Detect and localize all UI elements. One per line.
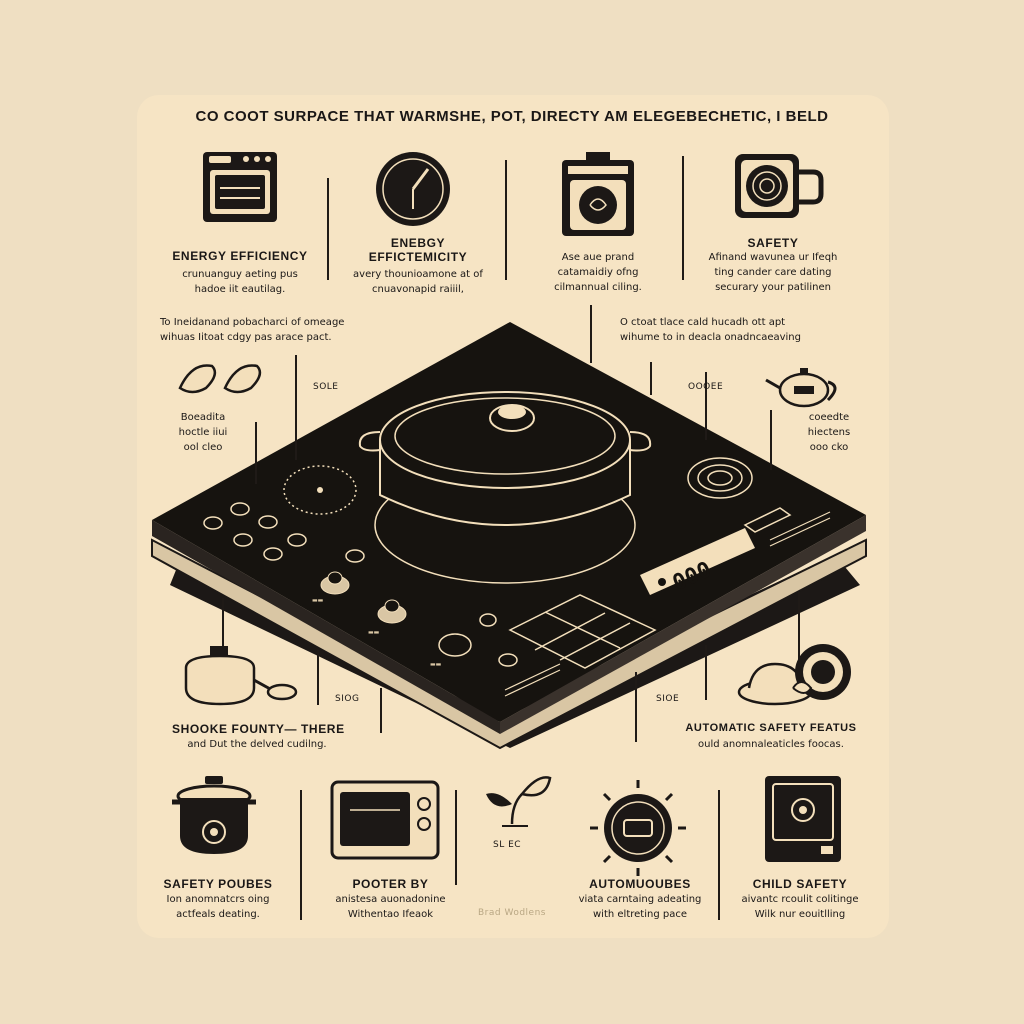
tag-label: SIOE [656, 694, 680, 704]
teapot-icon [764, 362, 846, 408]
kettle-ladle-icon [180, 640, 300, 710]
callout-line [295, 355, 297, 460]
divider-line [682, 156, 684, 280]
feature-description: Ion anomnatcrs oing actfeals deating. [166, 894, 270, 920]
tag-label: SL EC [493, 840, 522, 850]
pot-safety-icon [730, 150, 826, 224]
divider-line [718, 790, 720, 920]
leaf-sprout-icon [482, 774, 552, 834]
feature-description: Afinand wavunea ur Ifeqh ting cander car… [708, 252, 838, 293]
callout-line [317, 650, 319, 705]
side-note: Boeadita hoctle iiui ool cleo [178, 412, 228, 453]
callout-note: O ctoat tlace cald hucadh ott apt wihume… [620, 317, 801, 343]
tag-label: SOLE [313, 382, 339, 392]
induction-cooktop: 000 ▬▬▬▬▬▬ [145, 300, 885, 760]
callout-line [380, 688, 382, 733]
auto-power-icon [588, 778, 688, 878]
feature-description: viata carntaing adeating with eltreting … [578, 894, 702, 920]
divider-line [505, 160, 507, 280]
feature-title: AUTOMUOUBES [589, 877, 691, 891]
feature-title: SAFETY POUBES [163, 877, 273, 891]
callout-line [705, 372, 707, 440]
side-note: coeedte hiectens ooo cko [807, 412, 851, 453]
feature-title: POOTER BY [352, 877, 429, 891]
feature-description: Ase aue prand catamaidiy ofng cilmannual… [554, 252, 642, 293]
divider-line [327, 178, 329, 280]
callout-line [590, 305, 592, 363]
divider-line [300, 790, 302, 920]
feature-description: anistesa auonadonine Withentao Ifeaok [335, 894, 446, 920]
callout-line [650, 362, 652, 395]
callout-line [770, 410, 772, 470]
callout-line [222, 598, 224, 658]
callout-note: To Ineidanand pobacharci of omeage wihua… [160, 317, 345, 343]
spoon-rests-icon [175, 360, 270, 400]
svg-text:▬▬: ▬▬ [312, 597, 324, 604]
feature-description: crunuanguy aeting pus hadoe iit eautilag… [182, 269, 298, 295]
tag-label: SIOG [335, 694, 360, 704]
callout-line [635, 672, 637, 742]
callout-line [798, 592, 800, 660]
feature-title: CHILD SAFETY [752, 877, 848, 891]
page-title: CO COOT SURPACE THAT WARMSHE, POT, DIREC… [195, 108, 829, 125]
timer-clock-icon [373, 149, 453, 229]
feature-title: AUTOMATIC SAFETY FEATUS [685, 722, 857, 734]
food-plate-icon [735, 640, 855, 710]
caption: Brad Wodlens [478, 908, 546, 918]
feature-title: ENERGY EFFICIENCY [172, 249, 308, 263]
cooking-pot-icon [170, 772, 260, 862]
feature-title: SHOOKE FOUNTY— there [172, 722, 345, 736]
microwave-icon [330, 780, 440, 860]
feature-description: ould anomnaleaticles foocas. [698, 739, 844, 750]
feature-title: SAFETY [747, 236, 799, 250]
feature-description: and Dut the delved cudilng. [187, 739, 327, 750]
feature-title: ENEBGY EFFICTEMICITY [368, 236, 468, 264]
feature-description: avery thounioamone at of cnuavonapid rai… [353, 269, 483, 295]
appliance-icon [558, 150, 638, 240]
feature-description: aivantc rcoulit colitinge Wilk nur eouit… [741, 894, 859, 920]
svg-text:▬▬: ▬▬ [430, 661, 442, 668]
divider-line [455, 790, 457, 885]
svg-text:▬▬: ▬▬ [368, 629, 380, 636]
oven-icon [200, 148, 280, 228]
callout-line [255, 422, 257, 484]
lock-panel-icon [763, 774, 843, 864]
callout-line [705, 645, 707, 700]
